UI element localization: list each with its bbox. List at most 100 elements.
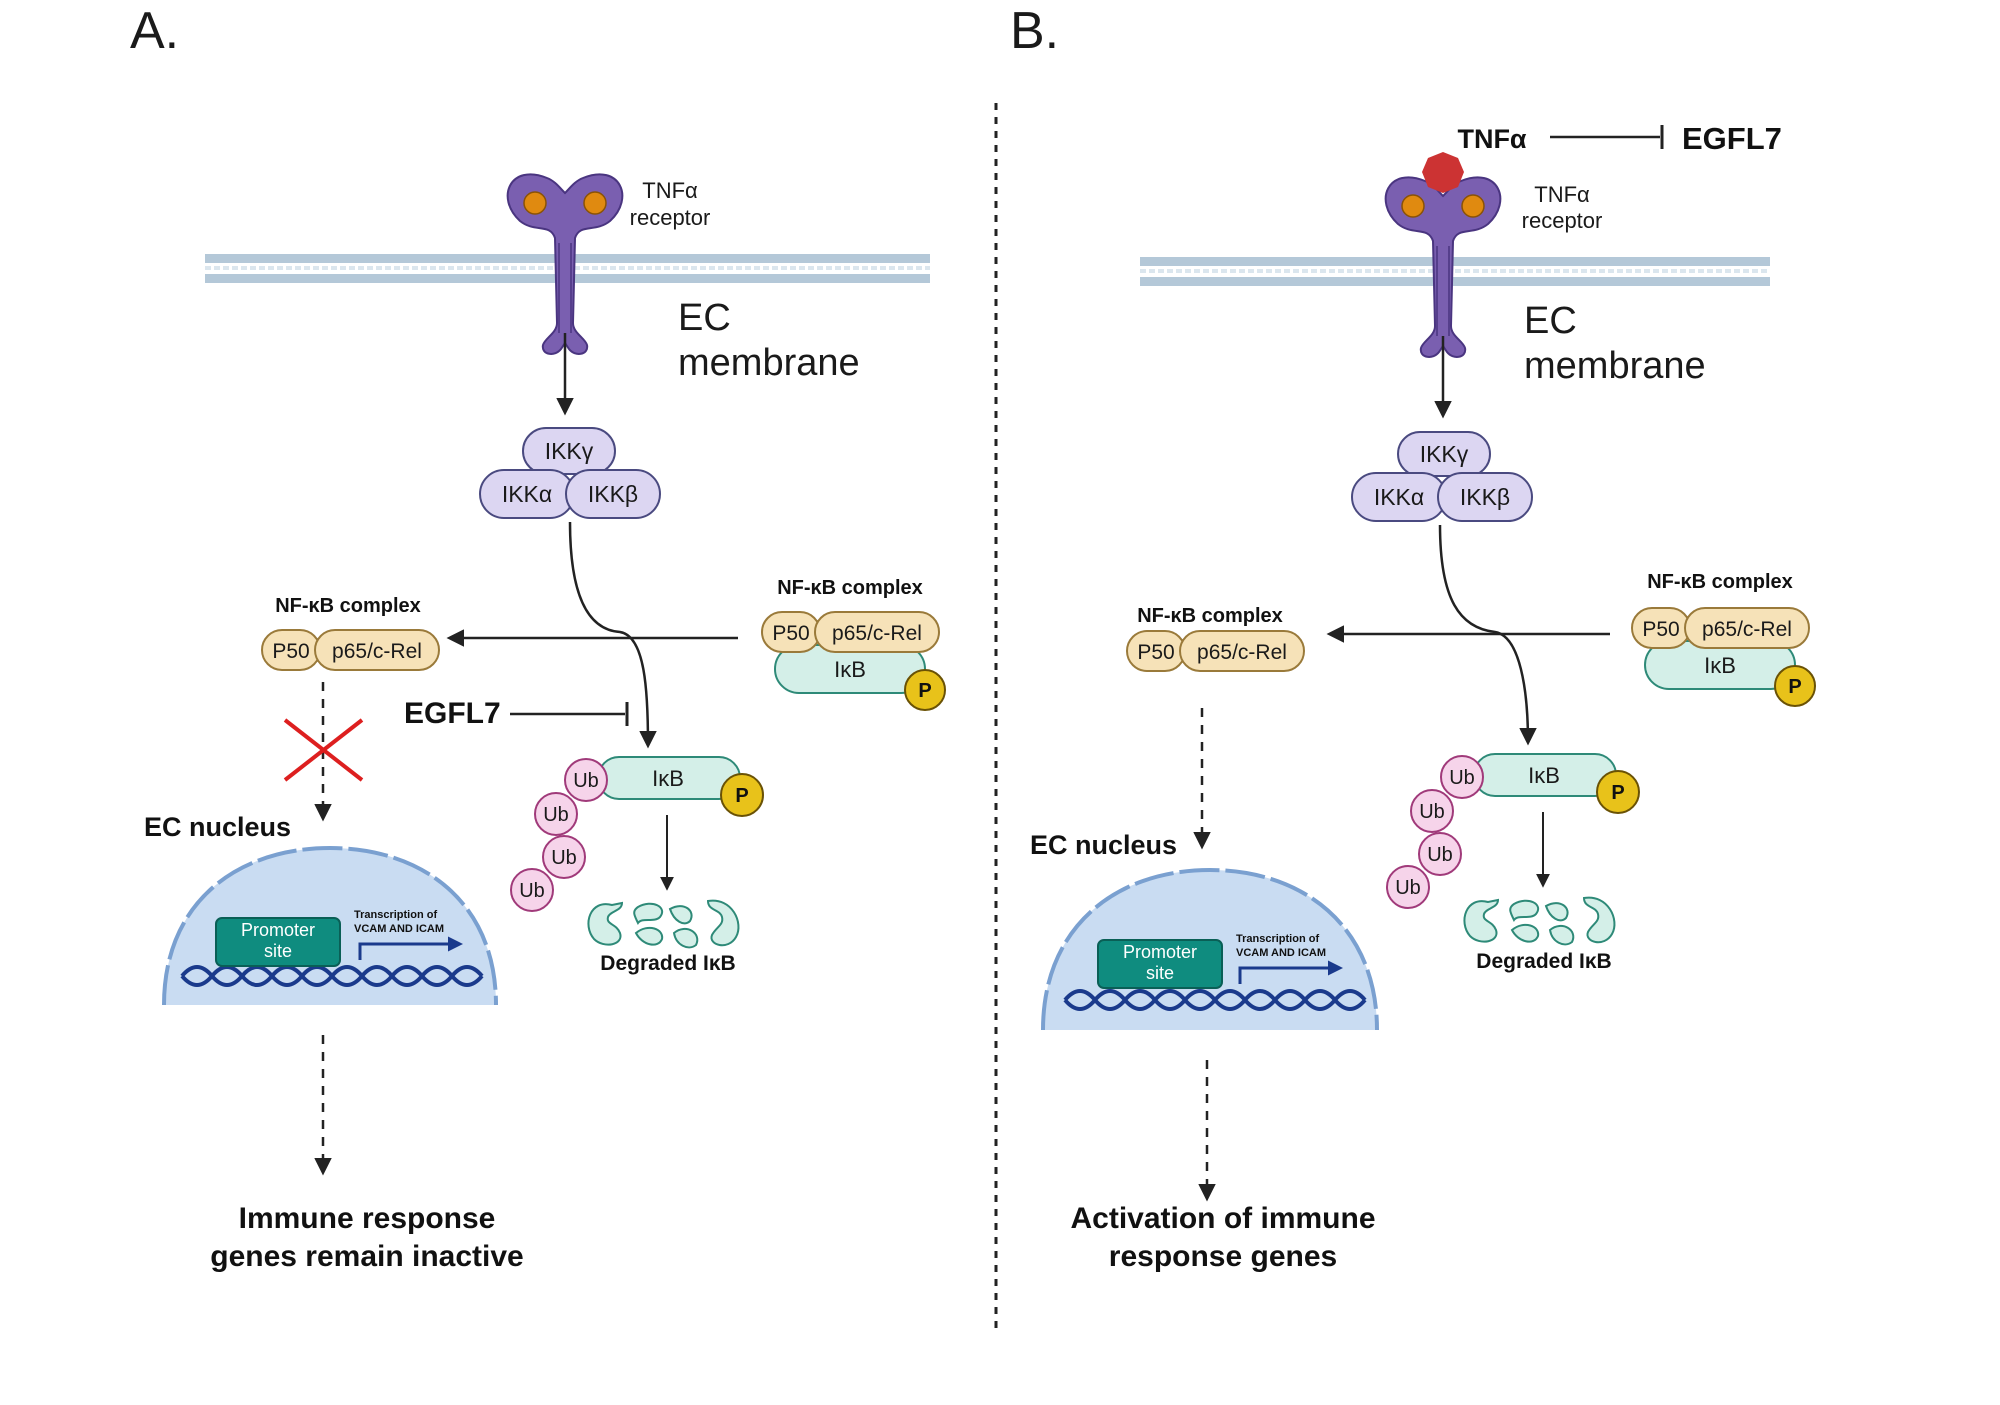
degraded-ikb-fragments	[587, 899, 740, 949]
p50-label: P50	[1137, 641, 1174, 664]
ubiquitinated-ikb: IκB P Ub Ub Ub Ub	[1386, 753, 1640, 909]
phospho-icon	[904, 669, 946, 711]
ec-nucleus-label: EC nucleus	[144, 812, 291, 842]
p50-label: P50	[272, 640, 309, 663]
tnf-receptor-icon	[1384, 176, 1502, 358]
transcription-line1: Transcription of	[1236, 933, 1319, 945]
tnfa-label: TNFα	[1457, 124, 1526, 154]
ubiquitin-icon	[1440, 755, 1484, 799]
transcription-line2: VCAM AND ICAM	[354, 923, 444, 935]
receptor-label-line1: TNFα	[642, 178, 698, 203]
nfkb-complex-title-right: NF-κB complex	[1647, 571, 1793, 593]
outcome-line1: Immune response	[239, 1202, 496, 1235]
nfkb-complex-right: IκB P P50 p65/c-Rel	[1631, 607, 1816, 707]
nfkb-complex-title-left: NF-κB complex	[1137, 605, 1283, 627]
ub-label: Ub	[1395, 877, 1421, 899]
p50-label: P50	[1642, 618, 1679, 641]
nfkb-complex-left: P50 p65/c-Rel	[261, 629, 440, 671]
ec-nucleus-a: Promoter site Transcription of VCAM AND …	[162, 845, 498, 1006]
ub-label: Ub	[573, 770, 599, 792]
p65-label: p65/c-Rel	[1197, 641, 1287, 664]
ikb-label: IκB	[652, 766, 684, 791]
membrane-label-line1: EC	[678, 297, 731, 339]
nfkb-complex-title-right: NF-κB complex	[777, 577, 923, 599]
degraded-ikb-label: Degraded IκB	[1476, 950, 1611, 973]
panel-a-label: A.	[130, 2, 179, 60]
nfkb-complex-right: IκB P P50 p65/c-Rel	[761, 611, 946, 711]
ub-label: Ub	[1427, 844, 1453, 866]
phospho-label: P	[918, 680, 931, 702]
outcome-line1: Activation of immune	[1070, 1202, 1375, 1235]
transcription-line2: VCAM AND ICAM	[1236, 947, 1326, 959]
promoter-site-box	[215, 917, 341, 967]
p65-label: p65/c-Rel	[832, 622, 922, 645]
membrane-label-line2: membrane	[678, 342, 860, 384]
degraded-ikb-fragments	[1463, 896, 1616, 946]
promoter-label-line1: Promoter	[241, 920, 315, 940]
phospho-label: P	[1611, 782, 1624, 804]
ub-label: Ub	[1419, 801, 1445, 823]
ubiquitin-icon	[1410, 789, 1454, 833]
panel-b: B. TNFα EGFL7 TNFα receptor EC membrane …	[1010, 2, 1816, 1273]
tnfa-ligand-icon	[1422, 152, 1464, 193]
membrane-label-line2: membrane	[1524, 345, 1706, 387]
ikk-gamma: IKKγ	[1420, 441, 1469, 467]
promoter-label-line2: site	[1146, 963, 1174, 983]
panel-a: A. TNFα receptor EC membrane IKKγ IKKα I…	[130, 2, 946, 1273]
egfl7-label: EGFL7	[1682, 121, 1782, 156]
egfl7-label: EGFL7	[404, 697, 501, 730]
ikk-alpha: IKKα	[1374, 484, 1424, 510]
p65-label: p65/c-Rel	[332, 640, 422, 663]
ub-label: Ub	[543, 804, 569, 826]
phospho-icon	[720, 773, 764, 817]
ub-label: Ub	[551, 847, 577, 869]
transcription-line1: Transcription of	[354, 909, 437, 921]
ikk-gamma: IKKγ	[545, 438, 594, 464]
ikk-beta: IKKβ	[588, 481, 638, 507]
ikk-beta: IKKβ	[1460, 484, 1510, 510]
promoter-label-line2: site	[264, 941, 292, 961]
ubiquitin-icon	[534, 792, 578, 836]
transcription-arrow	[358, 936, 463, 960]
ubiquitin-icon	[542, 835, 586, 879]
arrow-ikk-to-ikb	[568, 521, 657, 749]
ikk-complex: IKKγ IKKα IKKβ	[479, 427, 661, 519]
promoter-site-box	[1097, 939, 1223, 989]
ub-label: Ub	[1449, 767, 1475, 789]
ikb-label: IκB	[1704, 653, 1736, 678]
phospho-label: P	[1788, 676, 1801, 698]
ikk-alpha: IKKα	[502, 481, 552, 507]
phospho-icon	[1596, 770, 1640, 814]
transcription-arrow	[1238, 960, 1343, 984]
outcome-line2: genes remain inactive	[210, 1240, 523, 1273]
nfkb-complex-left: P50 p65/c-Rel	[1126, 630, 1305, 672]
outcome-line2: response genes	[1109, 1240, 1337, 1273]
degraded-ikb-label: Degraded IκB	[600, 952, 735, 975]
ikb-label: IκB	[1528, 763, 1560, 788]
arrow-ikk-to-ikb	[1438, 524, 1537, 746]
ubiquitin-icon	[564, 758, 608, 802]
ubiquitinated-ikb: IκB P Ub Ub Ub Ub	[510, 756, 764, 912]
ec-membrane-b	[1140, 257, 1770, 286]
p65-label: p65/c-Rel	[1702, 618, 1792, 641]
phospho-label: P	[735, 785, 748, 807]
membrane-label-line1: EC	[1524, 300, 1577, 342]
p50-label: P50	[772, 622, 809, 645]
receptor-label-line2: receptor	[630, 205, 711, 230]
receptor-label-line2: receptor	[1522, 208, 1603, 233]
phospho-icon	[1774, 665, 1816, 707]
ubiquitin-icon	[1386, 865, 1430, 909]
ub-label: Ub	[519, 880, 545, 902]
ec-nucleus-label: EC nucleus	[1030, 830, 1177, 860]
ikk-complex: IKKγ IKKα IKKβ	[1351, 431, 1533, 522]
ec-nucleus-b: Promoter site Transcription of VCAM AND …	[1041, 867, 1379, 1031]
promoter-label-line1: Promoter	[1123, 942, 1197, 962]
ubiquitin-icon	[510, 868, 554, 912]
tnf-receptor-icon	[506, 173, 624, 355]
nfkb-complex-title-left: NF-κB complex	[275, 595, 421, 617]
block-cross-icon	[283, 718, 364, 782]
receptor-label-line1: TNFα	[1534, 182, 1590, 207]
panel-b-label: B.	[1010, 2, 1059, 60]
